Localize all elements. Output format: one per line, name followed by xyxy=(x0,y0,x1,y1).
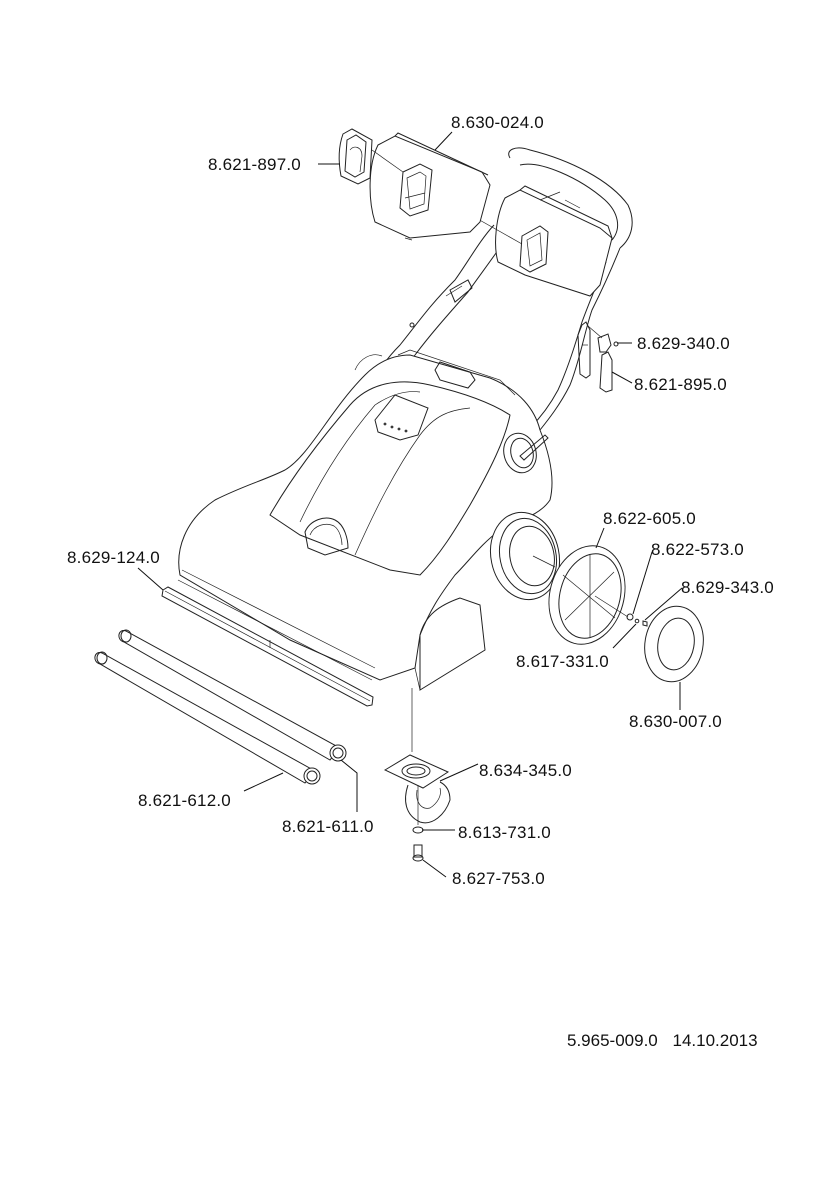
control-knob-part xyxy=(338,128,404,185)
part-label-caster-washer: 8.613-731.0 xyxy=(458,823,551,842)
part-label-rear-wheel: 8.622-605.0 xyxy=(603,509,696,528)
wheel-fasteners xyxy=(626,613,648,627)
document-footer: 5.965-009.0 14.10.2013 xyxy=(567,1031,758,1051)
part-label-wheel-screw: 8.629-343.0 xyxy=(681,578,774,597)
part-label-caster-wheel: 8.634-345.0 xyxy=(479,761,572,780)
part-label-caster-bolt: 8.627-753.0 xyxy=(452,869,545,888)
part-label-hub-cap: 8.630-007.0 xyxy=(629,712,722,731)
document-number: 5.965-009.0 xyxy=(567,1031,658,1050)
part-label-brush-roll-long: 8.621-612.0 xyxy=(138,791,231,810)
main-body xyxy=(177,349,553,691)
bumper-strip-part xyxy=(161,586,374,707)
wheel-part xyxy=(548,545,629,645)
caster-parts xyxy=(383,688,451,862)
handle-housing-part xyxy=(369,132,491,241)
axle-knob xyxy=(503,432,549,474)
handle-housing-mounted xyxy=(475,185,613,297)
part-label-control-knob: 8.621-897.0 xyxy=(208,155,301,174)
part-label-cord-hook-screw: 8.629-340.0 xyxy=(637,334,730,353)
document-date: 14.10.2013 xyxy=(672,1031,758,1050)
body-rear-wheel xyxy=(490,511,560,601)
part-label-wheel-bushing: 8.617-331.0 xyxy=(516,652,609,671)
part-label-handle-housing: 8.630-024.0 xyxy=(451,113,544,132)
part-label-brush-roll-short: 8.621-611.0 xyxy=(282,817,374,836)
part-label-wheel-washer: 8.622-573.0 xyxy=(651,540,744,559)
leader-lines xyxy=(137,131,683,878)
hub-cap-part xyxy=(644,605,704,683)
part-label-cord-hook: 8.621-895.0 xyxy=(634,375,727,394)
cord-hook-parts xyxy=(577,321,619,393)
brush-roll-parts xyxy=(94,629,347,785)
part-label-bumper-strip: 8.629-124.0 xyxy=(67,548,160,567)
